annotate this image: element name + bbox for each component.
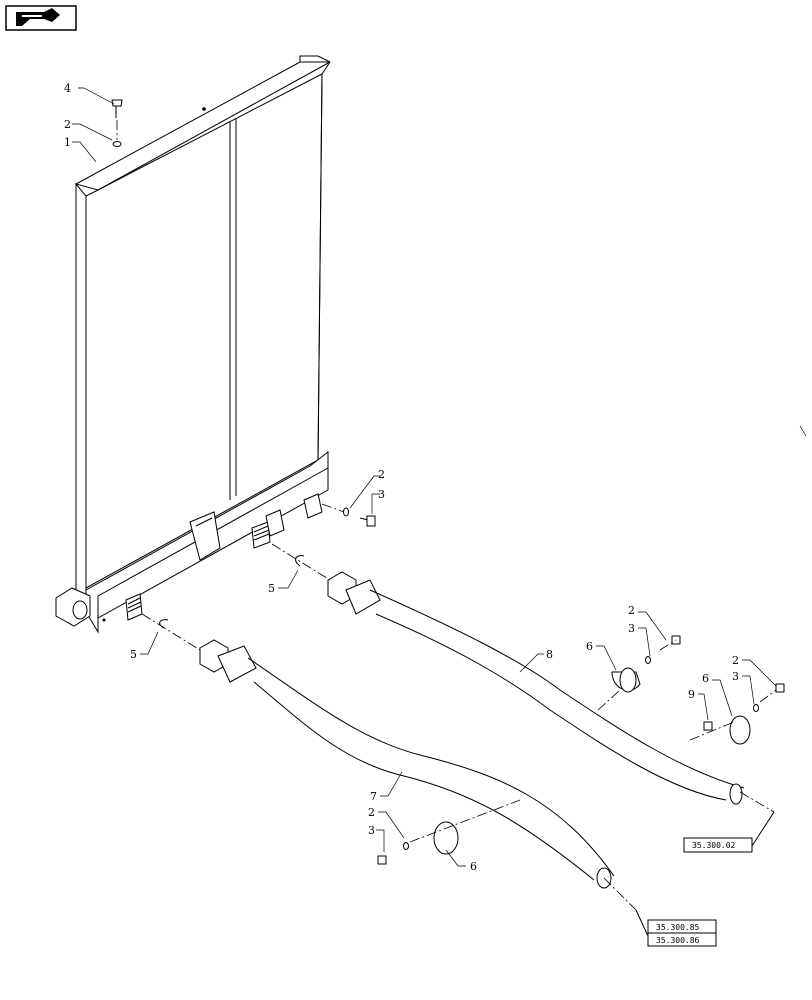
callout-6-bottom: 6 [470, 860, 477, 873]
reference-label-upper: 35.300.02 [692, 841, 736, 850]
clamp-bottom [377, 821, 459, 865]
callout-leaders [72, 87, 777, 867]
callout-5-lower: 5 [130, 648, 137, 661]
cooler-assembly [55, 55, 331, 634]
callout-2-right: 2 [378, 468, 385, 481]
reference-box-upper[interactable]: 35.300.02 [683, 837, 753, 853]
callout-9: 9 [688, 688, 695, 701]
callout-3-clamp-b: 3 [732, 670, 739, 683]
callout-labels: 4 2 1 2 3 5 5 8 6 2 3 2 3 9 6 7 2 3 6 [64, 82, 739, 873]
callout-2-top: 2 [64, 118, 71, 131]
callout-6-mid: 6 [586, 640, 593, 653]
callout-2-clamp-b: 2 [732, 654, 739, 667]
callout-3-bottom: 3 [368, 824, 375, 837]
clamp-mid [611, 635, 681, 693]
bolt-top [111, 99, 123, 118]
reference-label-lower-a: 35.300.85 [656, 923, 700, 932]
callout-3-clamp-a: 3 [628, 622, 635, 635]
reference-box-lower[interactable]: 35.300.85 35.300.86 [647, 919, 717, 947]
reference-label-lower-b: 35.300.86 [656, 936, 700, 945]
callout-2-bottom: 2 [368, 806, 375, 819]
nav-button[interactable] [5, 5, 77, 31]
o-ring-upper [295, 555, 305, 567]
bolt-right [359, 515, 376, 527]
return-arrow-icon [16, 8, 60, 26]
callout-3-right: 3 [378, 488, 385, 501]
clamp-right [703, 683, 785, 745]
washer-top [112, 141, 122, 147]
edge-mark [799, 425, 807, 437]
callout-5-upper: 5 [268, 582, 275, 595]
hose-7 [199, 639, 615, 889]
o-ring-lower [159, 619, 169, 629]
callout-1: 1 [64, 136, 71, 149]
callout-7: 7 [370, 790, 377, 803]
callout-8: 8 [546, 648, 553, 661]
hose-8 [327, 571, 745, 805]
callout-6-right: 6 [702, 672, 709, 685]
callout-4: 4 [64, 82, 71, 95]
washer-right [343, 507, 349, 517]
callout-2-clamp-a: 2 [628, 604, 635, 617]
